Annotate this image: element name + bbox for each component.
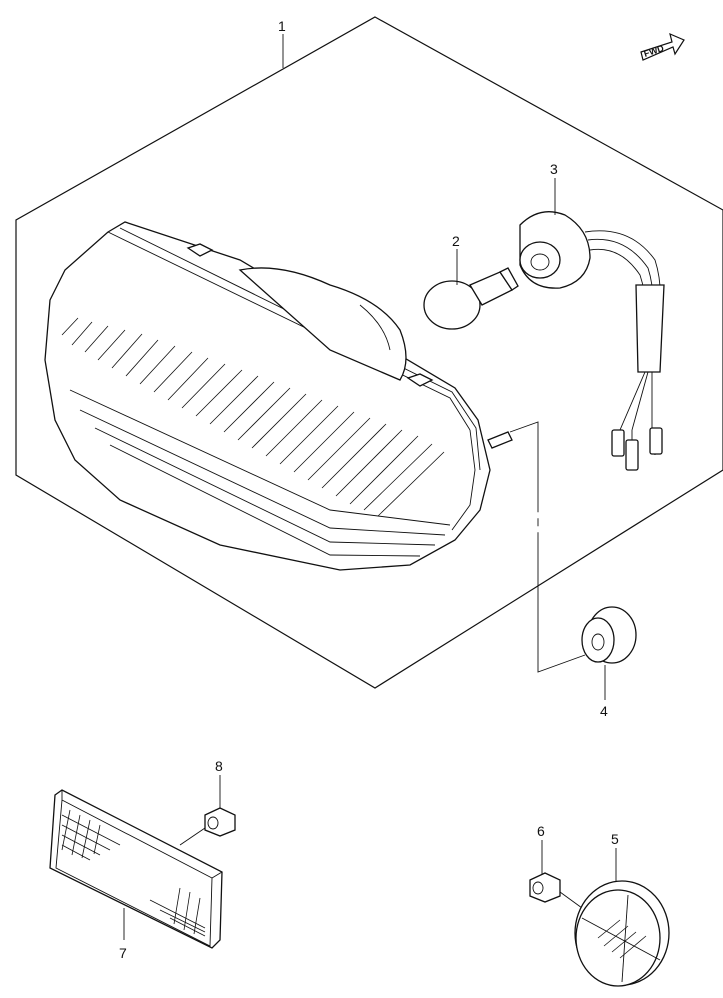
callout-5: 5 — [611, 831, 619, 847]
nut-upper-leader — [179, 827, 206, 846]
callout-2: 2 — [452, 233, 460, 249]
callout-6: 6 — [537, 823, 545, 839]
callout-3: 3 — [550, 161, 558, 177]
callout-4: 4 — [600, 703, 608, 719]
assembly-outline — [15, 16, 723, 689]
stud-leader — [509, 421, 586, 673]
fwd-arrow-icon: FWD — [640, 32, 685, 61]
round-reflector — [574, 880, 670, 987]
callout-7: 7 — [119, 945, 127, 961]
bulb — [423, 267, 519, 330]
nut-lower-leader — [559, 891, 583, 909]
grommet — [581, 606, 637, 664]
socket-with-wires — [519, 211, 665, 471]
callout-leaders — [123, 34, 617, 940]
taillight-housing — [44, 221, 513, 571]
nut-upper — [204, 807, 236, 837]
callout-1: 1 — [278, 18, 286, 34]
reflector — [49, 789, 223, 949]
nut-lower — [529, 872, 561, 903]
callout-8: 8 — [215, 758, 223, 774]
fwd-label: FWD — [643, 43, 666, 59]
